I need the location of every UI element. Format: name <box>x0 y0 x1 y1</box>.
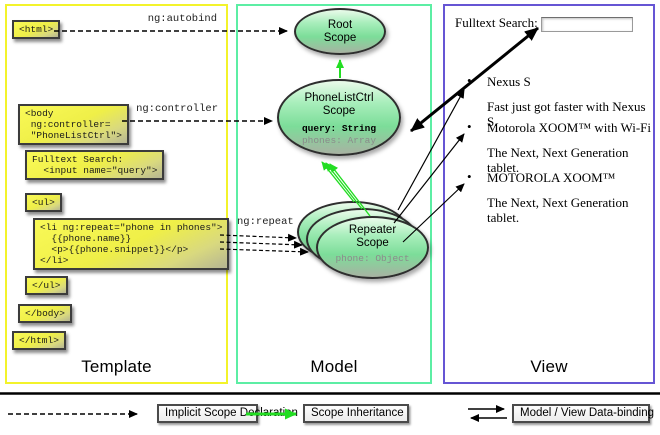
list-item-title: Motorola XOOM™ with Wi-Fi <box>487 120 652 135</box>
repeater-scope-title: Repeater Scope <box>348 224 397 249</box>
code-body-open: <body ng:controller= "PhoneListCtrl"> <box>25 108 122 141</box>
code-html-close: </html> <box>19 335 59 346</box>
ng-controller-label: ng:controller <box>136 103 218 115</box>
code-box-li-repeat: <li ng:repeat="phone in phones"> {{phone… <box>33 218 230 270</box>
repeater-scope-ellipse-front: Repeater Scope phone: Object <box>316 216 429 279</box>
code-box-body-close: </body> <box>18 304 72 323</box>
list-item-title: Nexus S <box>487 74 531 89</box>
code-fulltext-label: Fulltext Search: <box>32 154 124 165</box>
query-property: query: String <box>301 123 377 134</box>
phonelistctrl-scope-ellipse: PhoneListCtrl Scope query: String phones… <box>277 79 401 156</box>
phone-property: phone: Object <box>335 253 410 264</box>
root-scope-title: Root Scope <box>323 19 357 44</box>
model-column: Model <box>236 4 432 384</box>
bullet-icon: • <box>467 73 472 88</box>
fulltext-search-label: Fulltext Search: <box>455 15 538 30</box>
phones-property: phones: Array <box>301 135 377 146</box>
code-box-html-close: </html> <box>12 331 66 350</box>
list-item-title: MOTOROLA XOOM™ <box>487 170 616 185</box>
code-box-ul-open: <ul> <box>25 193 62 212</box>
list-item-desc: The Next, Next Generation tablet. <box>487 145 629 175</box>
code-box-body-open: <body ng:controller= "PhoneListCtrl"> <box>18 104 129 145</box>
legend-implicit-scope-declaration: Implicit Scope Declaration <box>157 404 298 423</box>
ng-repeat-label: ng:repeat <box>237 216 294 228</box>
root-scope-ellipse: Root Scope <box>294 8 386 55</box>
bullet-icon: • <box>467 119 472 134</box>
model-column-label: Model <box>310 357 358 376</box>
fulltext-search-row: Fulltext Search: <box>455 15 633 32</box>
code-ul-open: <ul> <box>32 197 55 208</box>
code-box-fulltext: Fulltext Search: <input name="query"> <box>25 150 165 180</box>
view-column-label: View <box>530 357 568 376</box>
code-box-ul-close: </ul> <box>25 276 68 295</box>
list-item-desc: The Next, Next Generation tablet. <box>487 195 629 225</box>
template-column-label: Template <box>81 357 152 376</box>
list-item-xoom-wifi: • Motorola XOOM™ with Wi-Fi The Next, Ne… <box>462 119 652 175</box>
legend-scope-inheritance: Scope Inheritance <box>303 404 409 423</box>
code-html-open: <html> <box>19 24 54 35</box>
code-ul-close: </ul> <box>32 280 61 291</box>
code-body-close: </body> <box>25 308 65 319</box>
code-box-html-open: <html> <box>12 20 61 39</box>
ng-autobind-label: ng:autobind <box>147 13 217 25</box>
phonelistctrl-scope-title: PhoneListCtrl Scope <box>304 92 374 117</box>
list-item-xoom: • MOTOROLA XOOM™ The Next, Next Generati… <box>462 169 652 225</box>
bullet-icon: • <box>467 169 472 184</box>
legend-model-view-data-binding: Model / View Data-binding <box>512 404 654 423</box>
code-li-repeat: <li ng:repeat="phone in phones"> {{phone… <box>40 222 223 266</box>
code-fulltext-input: <input name="query"> <box>32 165 158 176</box>
fulltext-search-input[interactable] <box>540 16 633 32</box>
